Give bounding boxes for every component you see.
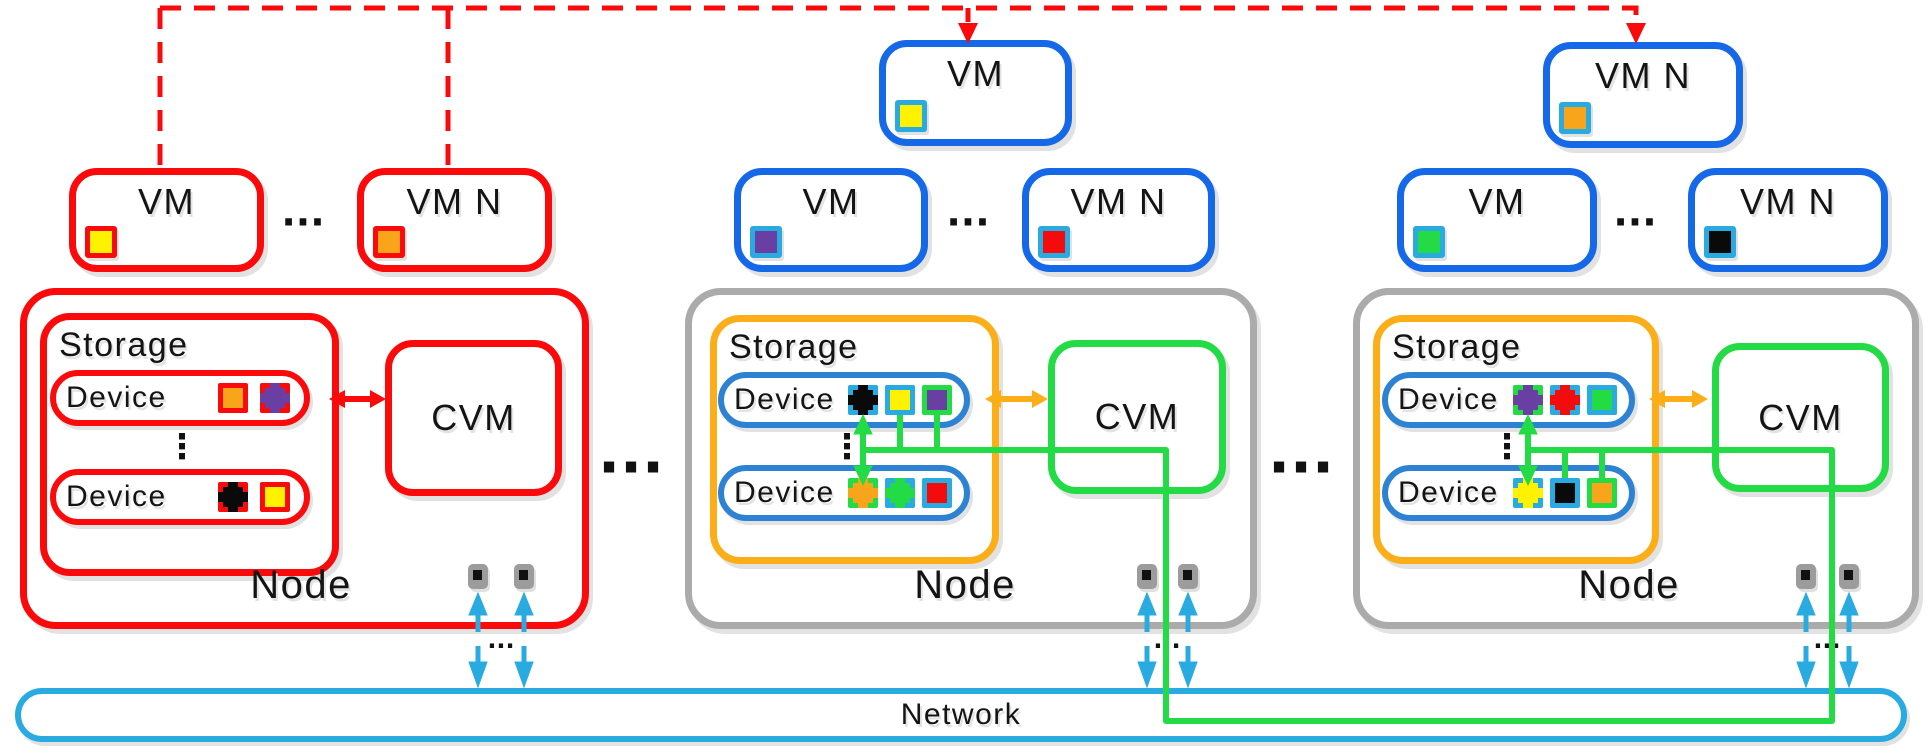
device-label: Device [734, 476, 835, 509]
vm-data-square [1413, 226, 1445, 258]
nic-pin-icon [519, 570, 528, 580]
node1-vm-n-box: VM N [357, 168, 552, 272]
data-block [1587, 385, 1617, 415]
storage-label: Storage [59, 326, 189, 364]
nic-port-icon [1137, 564, 1157, 589]
data-block [218, 482, 248, 512]
cvm-box: CVM [1712, 343, 1889, 492]
nic-port-icon [514, 564, 534, 589]
device-label: Device [66, 480, 167, 513]
vm-data-square [1038, 226, 1070, 258]
vm-ellipsis: ··· [946, 200, 990, 244]
device-pill: Device [50, 469, 310, 525]
vm-label: VM N [406, 181, 503, 222]
nic-pin-icon [473, 570, 482, 580]
device-pill: Device [718, 465, 970, 521]
node-label: Node [1578, 563, 1680, 607]
cvm-label: CVM [1758, 396, 1843, 438]
vm-data-square [895, 100, 927, 132]
data-block [1513, 385, 1543, 415]
vm-label: VM N [1740, 181, 1836, 222]
data-block-row [848, 478, 952, 508]
data-block [1513, 478, 1543, 508]
vm-label: VM [947, 53, 1004, 94]
data-block [848, 385, 878, 415]
nic-pin-icon [1142, 570, 1151, 580]
cvm-label: CVM [431, 397, 516, 438]
vm-label: VM [1468, 181, 1526, 222]
storage-box: Storage [40, 313, 339, 576]
device-label: Device [1398, 383, 1499, 416]
data-block-row [1513, 478, 1617, 508]
node2-vm-box: VM [734, 168, 928, 272]
network-bar: Network [15, 688, 1907, 742]
nic-pin-icon [1183, 570, 1192, 580]
data-block [218, 383, 248, 413]
node-ellipsis: ··· [597, 433, 665, 501]
vm-label: VM N [1070, 181, 1167, 222]
node3-vm-n-box: VM N [1688, 168, 1888, 272]
vm-ellipsis: ··· [281, 200, 325, 244]
device-pill: Device [718, 372, 970, 428]
data-block-row [218, 482, 290, 512]
nic-pin-icon [1801, 570, 1810, 580]
cvm-label: CVM [1094, 396, 1180, 437]
vm-ellipsis: ··· [1613, 200, 1657, 244]
nic-ellipsis: ··· [487, 632, 515, 660]
device-pill: Device [1382, 465, 1635, 521]
node-label: Node [914, 563, 1016, 607]
vm-data-square [1704, 226, 1736, 258]
data-block-row [1513, 385, 1617, 415]
nic-port-icon [1796, 564, 1816, 589]
nic-port-icon [468, 564, 488, 589]
data-block [1550, 385, 1580, 415]
nic-ellipsis: ··· [1813, 632, 1841, 660]
migration-arrowhead [1626, 23, 1646, 44]
vm-data-square [373, 226, 405, 258]
vm-data-square [750, 226, 782, 258]
storage-label: Storage [729, 328, 859, 366]
device-ellipsis: ⋮ [1490, 427, 1524, 467]
node-label: Node [250, 563, 352, 607]
device-ellipsis: ⋮ [165, 427, 199, 467]
vm-label: VM N [1595, 55, 1691, 96]
data-block [260, 383, 290, 413]
nic-pin-icon [1844, 570, 1853, 580]
device-label: Device [734, 383, 835, 416]
device-label: Device [66, 381, 167, 414]
data-block [885, 478, 915, 508]
top-vm-n-box: VM N [1543, 42, 1743, 148]
device-pill: Device [1382, 372, 1635, 428]
node-ellipsis: ··· [1267, 433, 1335, 501]
cvm-box: CVM [1048, 340, 1226, 494]
nic-port-icon [1839, 564, 1859, 589]
device-pill: Device [50, 370, 310, 426]
top-vm-box: VM [879, 40, 1072, 146]
vm-label: VM [802, 181, 860, 222]
device-ellipsis: ⋮ [830, 427, 864, 467]
data-block [260, 482, 290, 512]
nic-port-icon [1178, 564, 1198, 589]
node3-vm-box: VM [1397, 168, 1597, 272]
data-block [1550, 478, 1580, 508]
data-block-row [848, 385, 952, 415]
data-block [885, 385, 915, 415]
data-block-row [218, 383, 290, 413]
data-block [922, 385, 952, 415]
device-label: Device [1398, 476, 1499, 509]
node1-vm-box: VM [69, 168, 264, 272]
storage-label: Storage [1392, 328, 1522, 366]
network-label: Network [900, 698, 1022, 731]
node2-vm-n-box: VM N [1022, 168, 1215, 272]
data-block [922, 478, 952, 508]
data-block [1587, 478, 1617, 508]
vm-label: VM [138, 181, 195, 222]
vm-data-square [85, 226, 117, 258]
data-block [848, 478, 878, 508]
nic-ellipsis: ··· [1153, 632, 1181, 660]
cvm-box: CVM [385, 340, 562, 496]
vm-data-square [1559, 102, 1591, 134]
